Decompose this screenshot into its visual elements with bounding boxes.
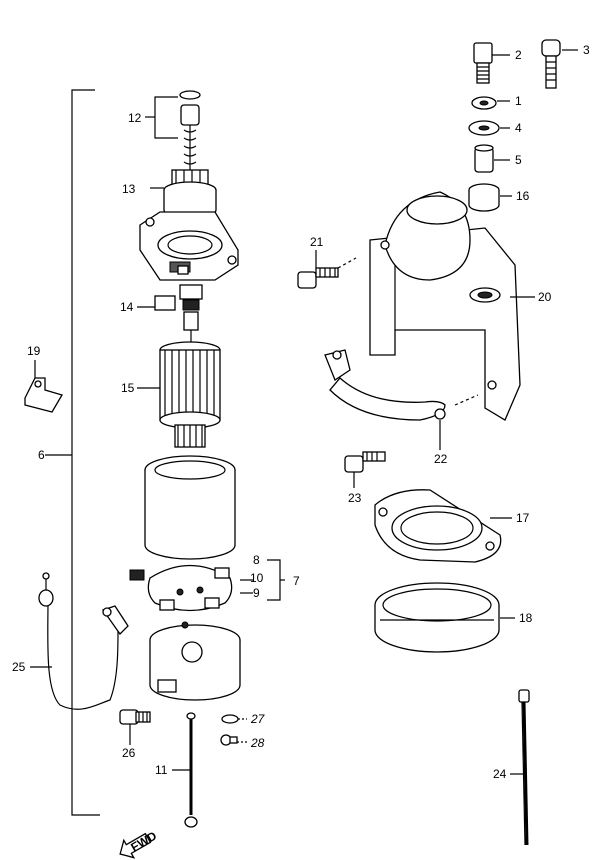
circlip-spring-part (179, 90, 201, 170)
forward-direction-arrow: FWD (119, 828, 159, 859)
callout-28: 28 (250, 736, 265, 750)
bushing-16-part (468, 183, 500, 212)
washer-27-part (221, 714, 239, 724)
socket-bolt-3-part (541, 39, 561, 89)
fwd-label: FWD (128, 828, 159, 854)
screw-28-part (220, 734, 238, 746)
brush-holder-part (129, 564, 233, 612)
bolt-21-part (297, 267, 339, 289)
callout-15: 15 (121, 381, 135, 395)
callout-17: 17 (516, 511, 530, 525)
callout-19: 19 (27, 344, 41, 358)
callout-21: 21 (310, 235, 324, 249)
callout-9: 9 (253, 586, 260, 600)
callout-10: 10 (250, 571, 264, 585)
callout-22: 22 (434, 452, 448, 466)
callout-8: 8 (253, 553, 260, 567)
armature-part (159, 341, 221, 448)
callout-5: 5 (515, 153, 522, 167)
through-bolt-part (184, 712, 198, 828)
bolt-26-part (119, 709, 151, 725)
strap-band-22-part (324, 349, 446, 421)
washer-4-part (468, 120, 500, 136)
yoke-housing-part (144, 455, 236, 560)
callout-2: 2 (515, 48, 522, 62)
pinion-drive-part (163, 169, 217, 219)
leader-7-bracket (267, 559, 281, 601)
front-cover-part (139, 211, 239, 281)
rubber-ring-18-part (374, 582, 500, 653)
callout-4: 4 (515, 121, 522, 135)
callout-18: 18 (519, 611, 533, 625)
callout-3: 3 (583, 43, 590, 57)
callout-27: 27 (250, 712, 266, 726)
shaft-bushing-part (154, 284, 203, 345)
bolt-2-part (473, 42, 493, 84)
callout-23: 23 (348, 491, 362, 505)
callout-11: 11 (155, 763, 168, 777)
callout-25: 25 (12, 660, 26, 674)
callout-26: 26 (122, 746, 136, 760)
callout-7: 7 (293, 574, 300, 588)
washer-1-part (471, 96, 497, 110)
bolt-23-part (344, 451, 386, 473)
callout-13: 13 (122, 182, 136, 196)
cable-tie-24-part (518, 689, 530, 846)
callout-1: 1 (515, 94, 522, 108)
wire-clip-part (24, 377, 63, 413)
callout-16: 16 (516, 189, 530, 203)
callout-14: 14 (120, 300, 134, 314)
lead-wire-part (38, 572, 129, 710)
callout-12: 12 (128, 111, 142, 125)
end-cap-part (149, 621, 241, 701)
callout-24: 24 (493, 767, 507, 781)
callout-20: 20 (538, 290, 552, 304)
flange-gasket-17-part (374, 489, 502, 563)
callout-6: 6 (38, 448, 45, 462)
mount-bracket-20-part (369, 191, 521, 421)
collar-5-part (474, 144, 494, 173)
assembly-bracket-6 (45, 89, 100, 816)
leader-12 (154, 96, 178, 139)
